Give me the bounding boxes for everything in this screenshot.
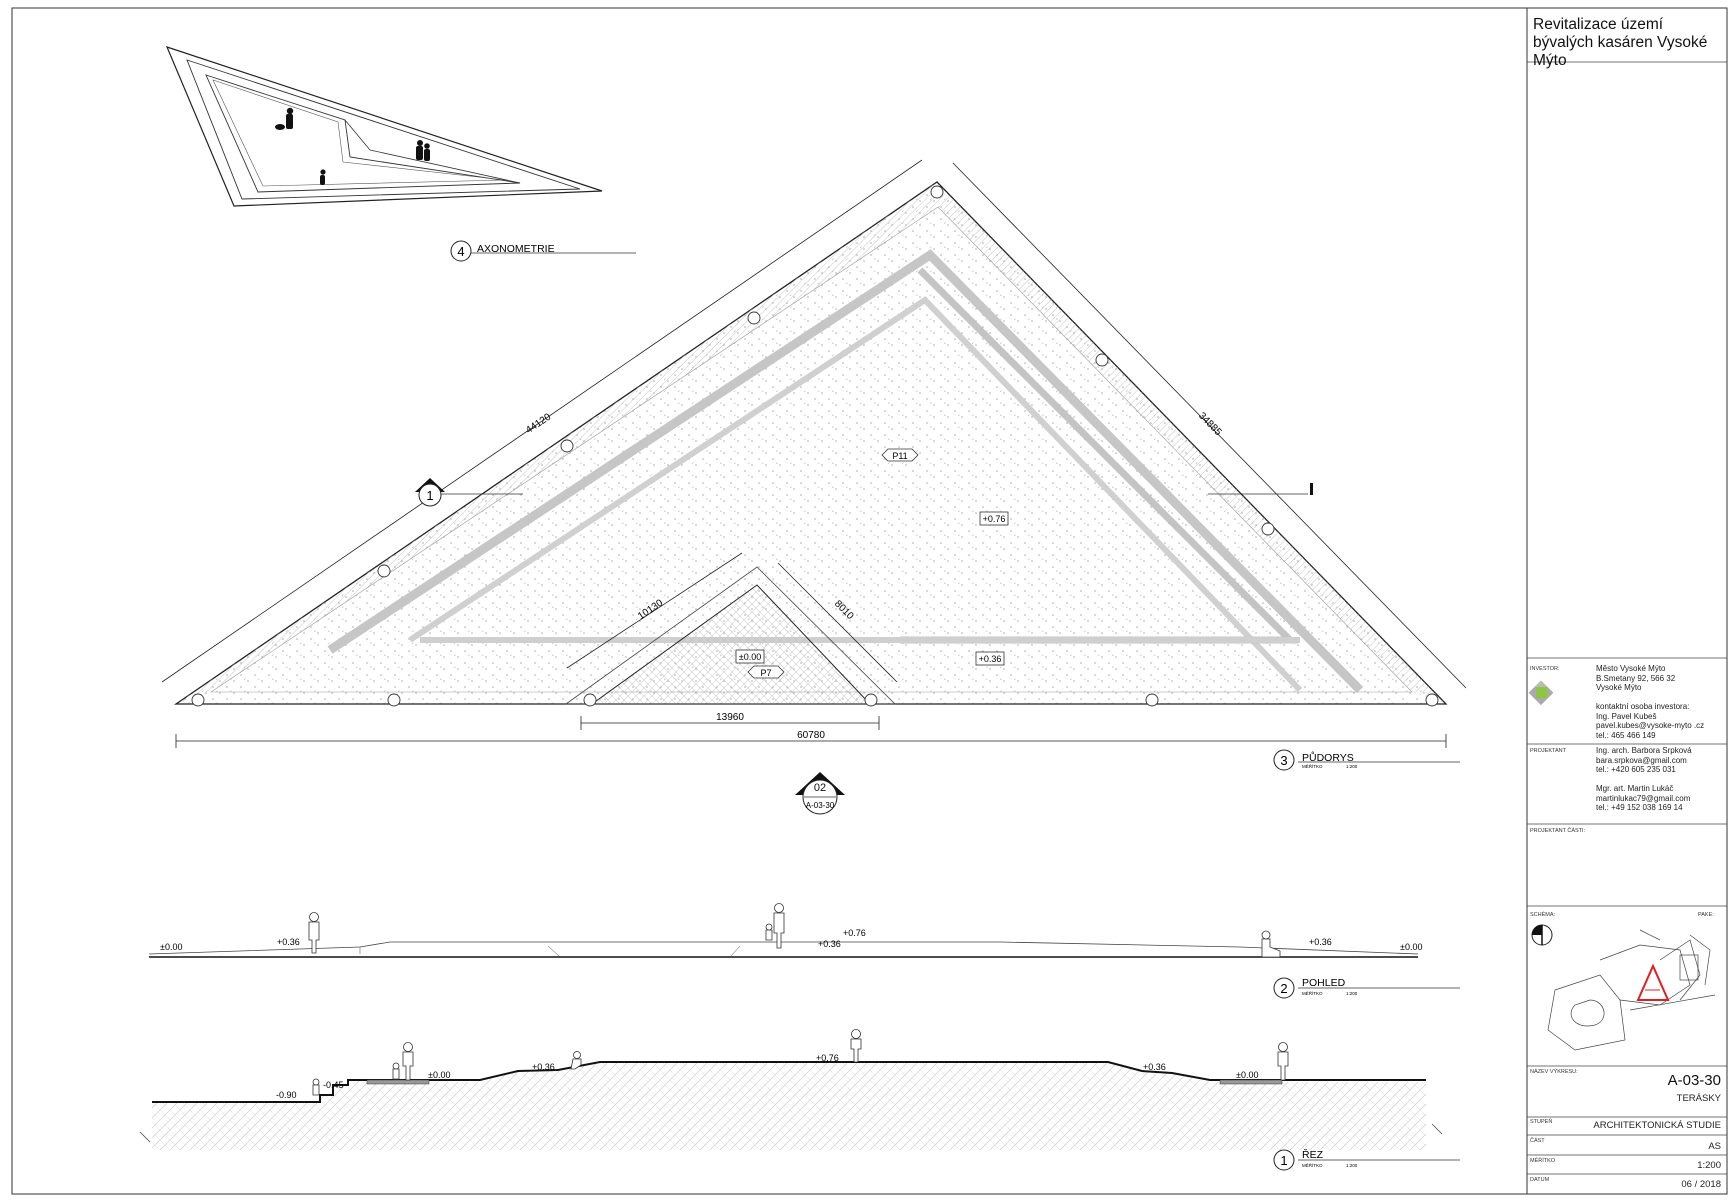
- drawing-name-label: NÁZEV VÝKRESU:: [1530, 1069, 1578, 1075]
- view-number: 3: [1280, 753, 1287, 768]
- scale-label: MĚŘÍTKO: [1302, 762, 1323, 769]
- site-plan: 44120 34885 10130 8010 13960 60780 P11 +…: [161, 159, 1467, 815]
- date-label: DATUM: [1530, 1177, 1550, 1183]
- plan-title: 3 PŮDORYS MĚŘÍTKO 1:200: [1273, 749, 1460, 771]
- level-label: +0.76: [816, 1053, 839, 1063]
- level-label: +0.36: [1309, 937, 1332, 947]
- part-label: ČÁST: [1530, 1138, 1545, 1144]
- dim-inner-base: 13960: [716, 712, 744, 723]
- dim-right-edge: 34885: [1196, 410, 1224, 438]
- level-label: -0.45: [323, 1080, 344, 1090]
- level-label: +0.76: [843, 928, 866, 938]
- designer-line: Ing. arch. Barbora Srpková: [1596, 746, 1692, 755]
- drawing-name: TERÁSKY: [1676, 1093, 1721, 1104]
- drawing-number: A-03-30: [1667, 1072, 1721, 1089]
- axonometry-view: [165, 46, 603, 207]
- level-label: +0.36: [818, 939, 841, 949]
- scheme-label: SCHÉMA:: [1530, 912, 1556, 918]
- investor-line: [1596, 693, 1704, 703]
- level-label: ±0.00: [1236, 1070, 1258, 1080]
- view-number: 2: [1280, 981, 1287, 996]
- level-label: -0.90: [276, 1090, 297, 1100]
- elevation-levels: ±0.00 +0.36 +0.36 +0.76 +0.36 ±0.00: [160, 928, 1422, 952]
- north-label: PAKE:: [1698, 912, 1714, 918]
- investor-line: kontaktní osoba investora:: [1596, 702, 1690, 711]
- designer-label: PROJEKTANT: [1530, 748, 1566, 754]
- part-designer-label: PROJEKTANT ČÁSTI:: [1530, 828, 1586, 834]
- stage-value: ARCHITEKTONICKÁ STUDIE: [1593, 1120, 1721, 1131]
- elevation-title: 2 POHLED MĚŘÍTKO 1:200: [1273, 977, 1460, 999]
- designer-line: martinlukac79@gmail.com: [1596, 793, 1691, 803]
- level-label: +0.36: [1143, 1062, 1166, 1072]
- axonometry-title: 4 AXONOMETRIE: [450, 240, 636, 262]
- investor-line: B.Smetany 92, 566 32: [1596, 673, 1676, 683]
- north-arrow-icon: [1531, 924, 1553, 946]
- level-label-mid: +0.36: [979, 654, 1002, 664]
- investor-label: INVESTOR:: [1530, 666, 1560, 672]
- investor-line: tel.: 465 466 149: [1596, 730, 1656, 740]
- elevation-marker-ref: A-03-30: [806, 801, 835, 810]
- date-value: 06 / 2018: [1681, 1179, 1721, 1190]
- level-label-top: +0.76: [983, 514, 1006, 524]
- elevation-marker-number: 02: [814, 782, 826, 794]
- view-number: 4: [457, 244, 464, 259]
- view-title: PŮDORYS: [1302, 751, 1354, 764]
- level-label: ±0.00: [1400, 942, 1422, 952]
- investor-logo: [1528, 680, 1554, 706]
- level-label: +0.36: [277, 937, 300, 947]
- view-title: POHLED: [1302, 977, 1346, 989]
- view-title: AXONOMETRIE: [477, 243, 555, 255]
- dim-left-edge: 44120: [524, 411, 554, 436]
- level-label-inner: ±0.00: [739, 652, 761, 662]
- project-title: Revitalizace území bývalých kasáren Vyso…: [1533, 16, 1708, 69]
- designer-line: bara.srpkova@gmail.com: [1596, 755, 1687, 765]
- designer-line: tel.: +49 152 038 169 14: [1596, 803, 1683, 812]
- investor-line: pavel.kubes@vysoke-myto .cz: [1596, 721, 1705, 730]
- scale-value: 1:200: [1346, 991, 1358, 996]
- section-view: [139, 1029, 1443, 1150]
- level-label: ±0.00: [428, 1070, 450, 1080]
- level-label: +0.36: [532, 1062, 555, 1072]
- surface-label-main: P11: [892, 451, 907, 461]
- investor-line: Vysoké Mýto: [1596, 683, 1642, 692]
- part-value: AS: [1708, 1141, 1721, 1152]
- site-scheme-map: [1547, 929, 1716, 1051]
- investor-line: Ing. Pavel Kubeš: [1596, 711, 1657, 721]
- section-marker-number: 1: [426, 488, 433, 503]
- surface-label-inner: P7: [760, 668, 771, 678]
- designer-line: [1596, 775, 1692, 785]
- view-number: 1: [1280, 1153, 1287, 1168]
- stage-label: STUPEŇ: [1530, 1119, 1553, 1125]
- dim-overall-base: 60780: [797, 730, 825, 741]
- designer-line: Mgr. art. Martin Lukáč: [1596, 784, 1674, 793]
- scale-value: 1:200: [1346, 764, 1358, 769]
- view-title: ŘEZ: [1302, 1148, 1324, 1161]
- scale-label: MĚŘÍTKO: [1530, 1158, 1556, 1164]
- level-label: ±0.00: [160, 942, 182, 952]
- designer-line: tel.: +420 605 235 031: [1596, 765, 1676, 774]
- scale-label: MĚŘÍTKO: [1302, 989, 1323, 996]
- scale-value: 1:200: [1697, 1160, 1721, 1171]
- scale-value: 1:200: [1346, 1163, 1358, 1168]
- investor-line: Město Vysoké Mýto: [1596, 664, 1666, 673]
- section-levels: -0.90 -0.45 ±0.00 +0.36 +0.76 +0.36 ±0.0…: [276, 1053, 1258, 1100]
- scale-label: MĚŘÍTKO: [1302, 1161, 1323, 1168]
- section-title: 1 ŘEZ MĚŘÍTKO 1:200: [1273, 1148, 1460, 1171]
- title-block-grid: [1527, 61, 1727, 1175]
- elevation-view: [148, 903, 1419, 958]
